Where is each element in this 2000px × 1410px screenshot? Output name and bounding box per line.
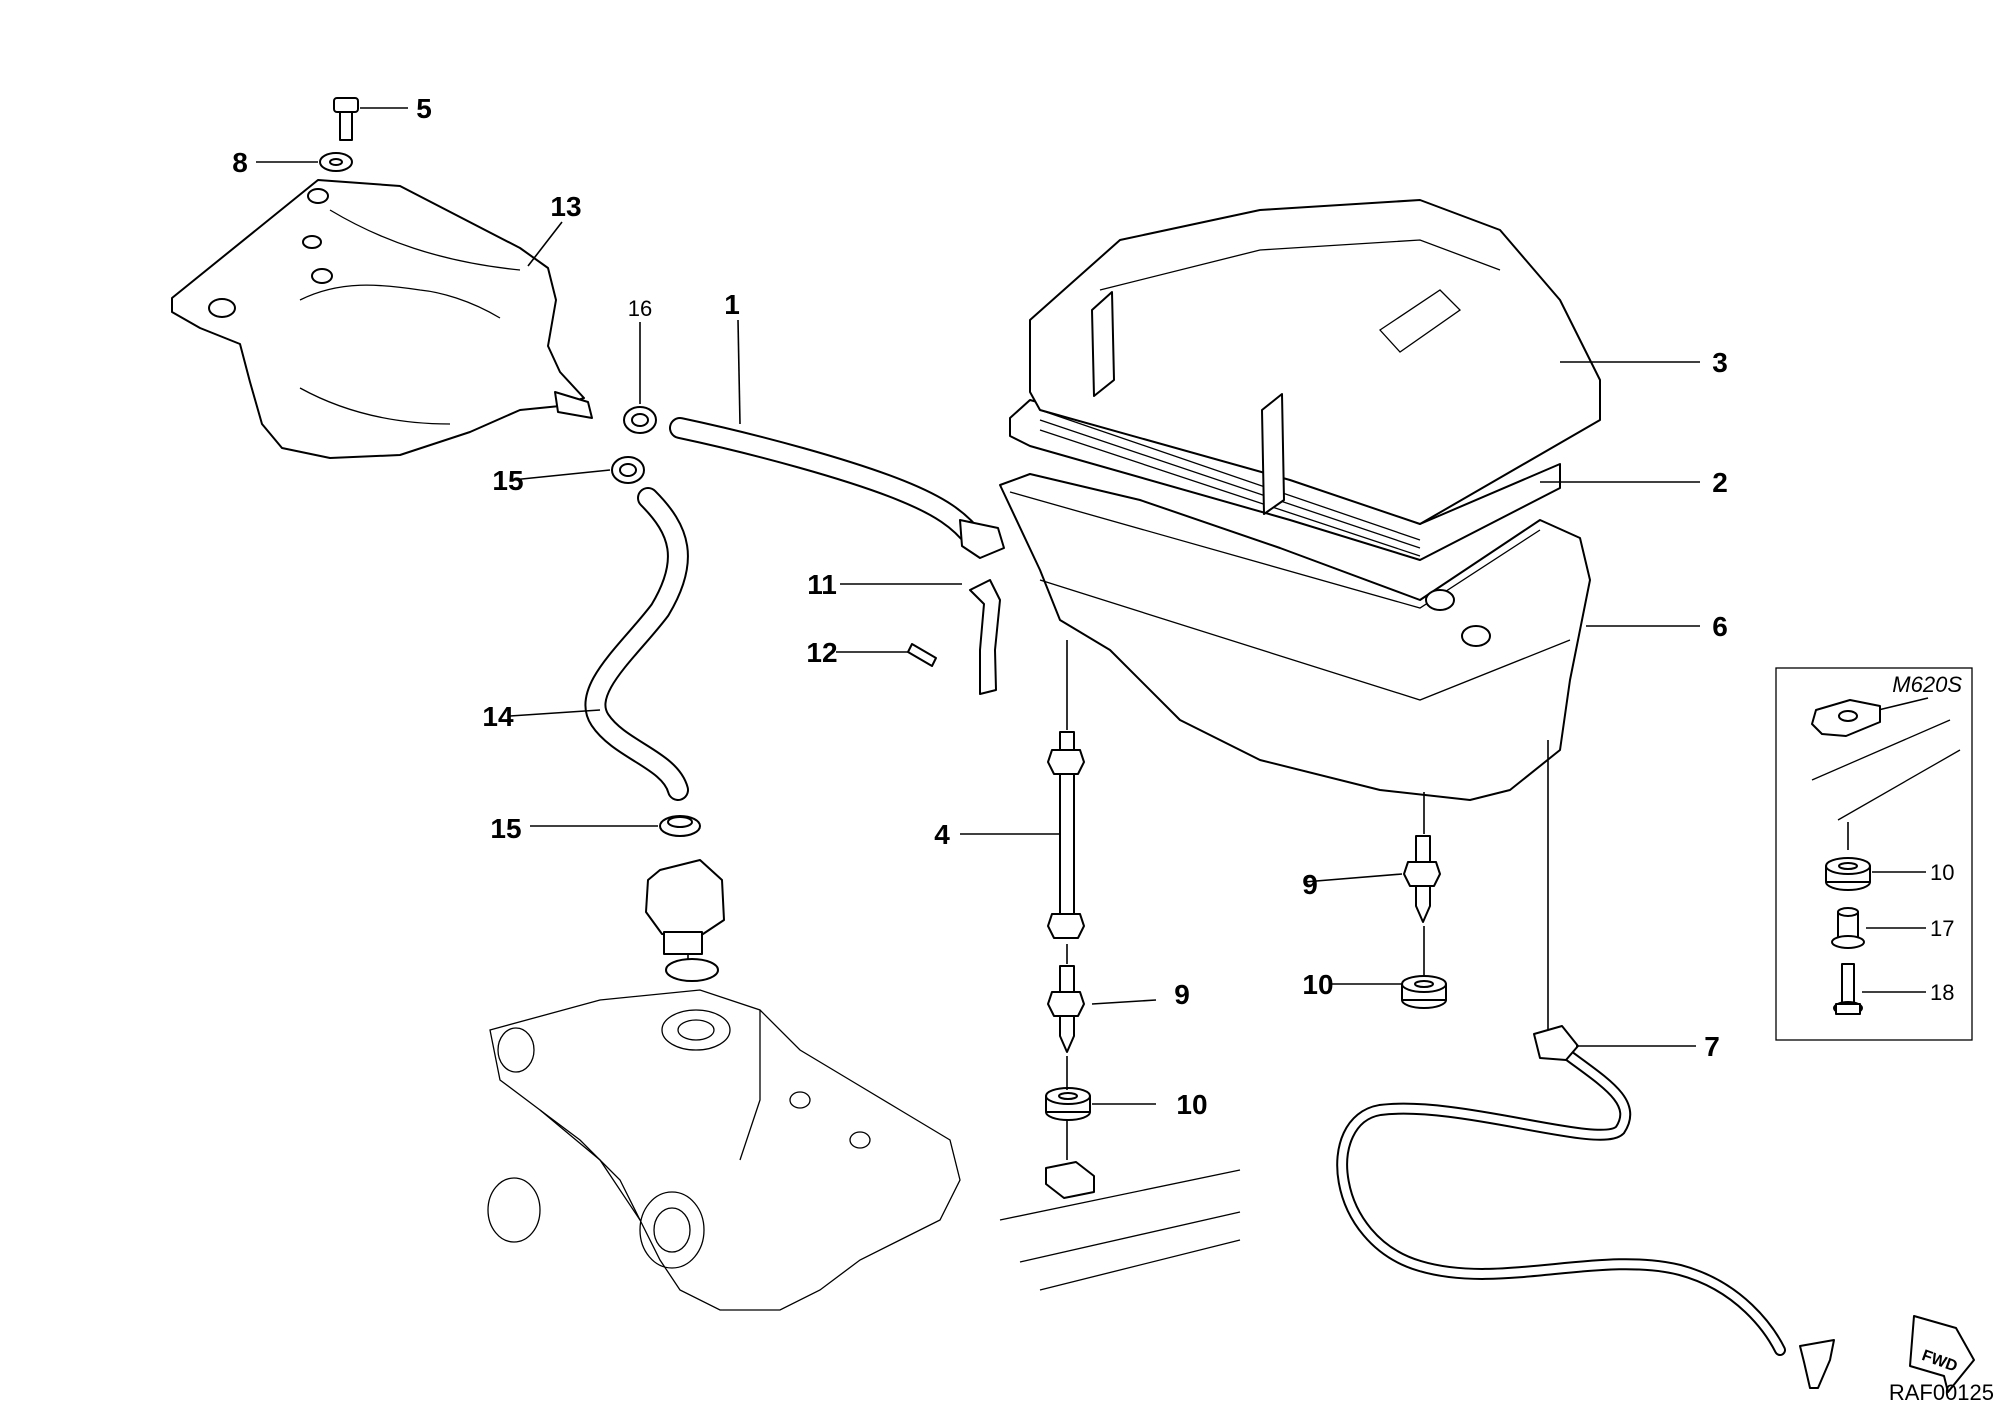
inset-part-10-grommet xyxy=(1825,857,1871,891)
drawing-code: RAF00125 xyxy=(1889,1380,1994,1405)
callout-8: 8 xyxy=(232,147,248,178)
part-5-bolt xyxy=(333,97,359,141)
part-4-stud xyxy=(1047,731,1085,939)
part-15-clamp-upper xyxy=(611,456,645,484)
callout-11: 11 xyxy=(807,569,837,600)
callout-15-lower: 15 xyxy=(490,813,521,844)
callout-10-right: 10 xyxy=(1302,969,1333,1000)
part-10-grommet-right xyxy=(1401,975,1447,1009)
inset-callout-18: 18 xyxy=(1930,980,1954,1005)
callout-15-upper: 15 xyxy=(492,465,523,496)
part-10-grommet-left xyxy=(1045,1087,1091,1121)
callout-16: 16 xyxy=(628,296,652,321)
callout-3: 3 xyxy=(1712,347,1728,378)
callout-5: 5 xyxy=(416,93,432,124)
inset-title: M620S xyxy=(1892,672,1962,697)
callout-14: 14 xyxy=(482,701,514,732)
callout-labels: 1 2 3 4 5 6 7 8 9 9 10 10 11 12 13 14 15… xyxy=(232,93,1728,1120)
callout-6: 6 xyxy=(1712,611,1728,642)
part-11-clip xyxy=(969,579,1001,695)
part-1-breather-hose xyxy=(669,417,1005,559)
crankcase-outline xyxy=(487,989,961,1311)
inset-frame xyxy=(1775,667,1973,1041)
part-8-washer xyxy=(319,152,353,172)
part-16-clamp xyxy=(623,406,657,434)
inset-m620s: M620S 10 17 18 xyxy=(1775,667,1973,1041)
part-15-clamp-lower xyxy=(659,815,701,837)
leader-lines xyxy=(256,107,1700,1160)
union-fitting xyxy=(645,859,725,982)
fwd-arrow-icon: FWD xyxy=(1909,1315,1975,1393)
part-14-return-hose xyxy=(584,487,689,801)
inset-callout-17: 17 xyxy=(1930,916,1954,941)
inset-part-18-bolt xyxy=(1833,963,1863,1015)
callout-7: 7 xyxy=(1704,1031,1720,1062)
inset-part-17-spacer xyxy=(1831,907,1865,949)
callout-2: 2 xyxy=(1712,467,1728,498)
callout-9-right: 9 xyxy=(1302,869,1318,900)
callout-4: 4 xyxy=(934,819,950,850)
part-7-drain-hose xyxy=(1336,1025,1835,1389)
inset-callout-10: 10 xyxy=(1930,860,1954,885)
part-13-oil-tank xyxy=(171,179,593,459)
part-12-pin xyxy=(907,643,937,667)
frame-bracket xyxy=(999,1161,1241,1291)
callout-13: 13 xyxy=(550,191,581,222)
callout-1: 1 xyxy=(724,289,740,320)
part-9-stud-right xyxy=(1403,835,1441,923)
callout-12: 12 xyxy=(806,637,837,668)
callout-10-left: 10 xyxy=(1176,1089,1207,1120)
part-9-stud-left xyxy=(1047,965,1085,1053)
part-6-airbox-housing xyxy=(999,473,1591,801)
callout-9-left: 9 xyxy=(1174,979,1190,1010)
part-3-airbox-cover xyxy=(1029,199,1601,525)
